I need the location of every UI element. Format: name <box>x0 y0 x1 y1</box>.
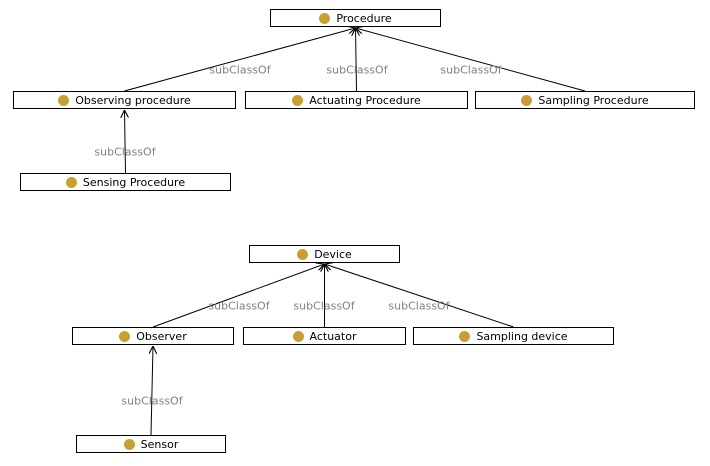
class-node-observer[interactable]: Observer <box>72 327 234 345</box>
class-label: Sampling Procedure <box>538 93 649 107</box>
class-node-procedure[interactable]: Procedure <box>270 9 441 27</box>
subclass-edge <box>151 346 153 436</box>
class-node-sampling-procedure[interactable]: Sampling Procedure <box>475 91 695 109</box>
subclass-edge <box>124 28 356 92</box>
class-label: Sensing Procedure <box>82 175 186 189</box>
class-circle-icon <box>521 94 533 106</box>
class-circle-icon <box>292 330 304 342</box>
class-label: Procedure <box>336 11 392 25</box>
edge-label-subclassof: subClassOf <box>326 63 388 77</box>
class-label: Actuator <box>309 329 357 343</box>
class-node-actuating-procedure[interactable]: Actuating Procedure <box>245 91 468 109</box>
edge-label-subclassof: subClassOf <box>440 63 502 77</box>
class-circle-icon <box>65 176 77 188</box>
edge-label-subclassof: subClassOf <box>209 63 271 77</box>
class-circle-icon <box>459 330 471 342</box>
class-label: Actuating Procedure <box>309 93 421 107</box>
class-label: Observer <box>136 329 187 343</box>
class-circle-icon <box>319 12 331 24</box>
subclass-edge <box>125 110 126 174</box>
class-circle-icon <box>292 94 304 106</box>
class-node-device[interactable]: Device <box>249 245 400 263</box>
edge-label-subclassof: subClassOf <box>94 145 156 159</box>
subclass-edge <box>356 28 357 92</box>
subclass-edge <box>152 264 325 328</box>
class-label: Sensor <box>140 437 179 451</box>
class-label: Sampling device <box>476 329 568 343</box>
class-circle-icon <box>119 330 131 342</box>
class-label: Device <box>314 247 352 261</box>
class-node-observing-procedure[interactable]: Observing procedure <box>13 91 236 109</box>
class-circle-icon <box>58 94 70 106</box>
subclass-edge <box>356 28 586 92</box>
class-label: Observing procedure <box>75 93 191 107</box>
edge-label-subclassof: subClassOf <box>293 299 355 313</box>
edge-label-subclassof: subClassOf <box>388 299 450 313</box>
class-node-sensor[interactable]: Sensor <box>76 435 226 453</box>
class-node-sensing-procedure[interactable]: Sensing Procedure <box>20 173 231 191</box>
edge-label-subclassof: subClassOf <box>208 299 270 313</box>
class-node-sampling-device[interactable]: Sampling device <box>413 327 614 345</box>
edge-label-subclassof: subClassOf <box>121 394 183 408</box>
class-circle-icon <box>123 438 135 450</box>
class-node-actuator[interactable]: Actuator <box>243 327 406 345</box>
subclass-edge <box>325 264 514 328</box>
class-circle-icon <box>297 248 309 260</box>
